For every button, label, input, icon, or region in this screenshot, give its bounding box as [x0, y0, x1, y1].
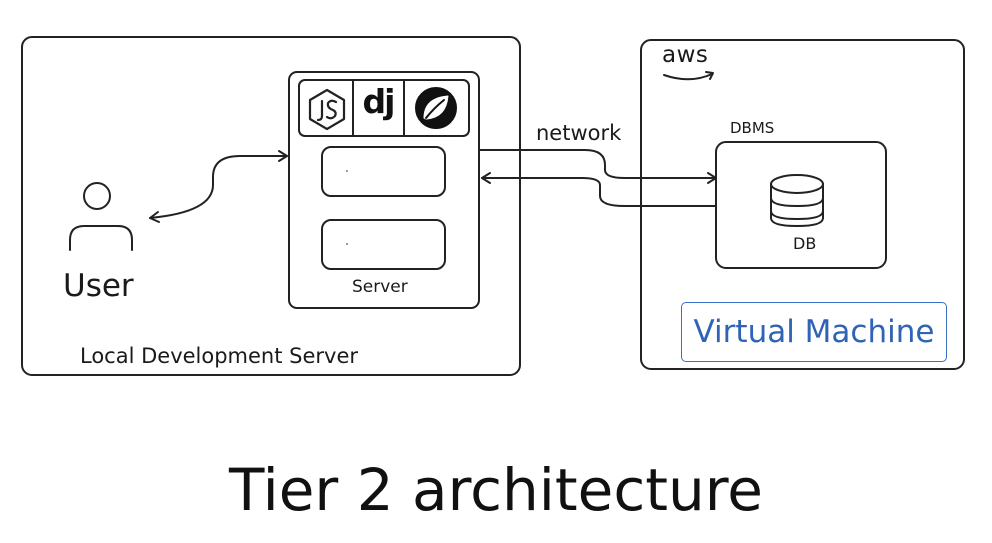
aws-logo: aws [662, 42, 709, 68]
django-icon: dj [362, 82, 396, 121]
server-box [288, 71, 480, 309]
user-label: User [63, 268, 134, 304]
diagram-title: Tier 2 architecture [228, 456, 763, 524]
local-server-box [21, 36, 521, 376]
user-server-arrow [149, 150, 288, 223]
dbms-label: DBMS [730, 119, 775, 137]
virtual-machine-label: Virtual Machine [681, 302, 947, 362]
local-server-label: Local Development Server [80, 344, 359, 368]
user-icon [69, 182, 133, 251]
server-slot-2 [321, 219, 446, 270]
nodejs-icon [308, 88, 346, 131]
network-connection [479, 149, 717, 207]
database-icon [770, 174, 824, 227]
aws-smile [663, 71, 714, 81]
server-slot-1 [321, 146, 446, 197]
spring-icon [415, 87, 457, 129]
network-label: network [536, 121, 622, 145]
aws-cloud-box [640, 39, 965, 370]
server-label: Server [352, 277, 408, 297]
db-label: DB [793, 234, 817, 253]
tech-stack-strip [298, 79, 470, 137]
